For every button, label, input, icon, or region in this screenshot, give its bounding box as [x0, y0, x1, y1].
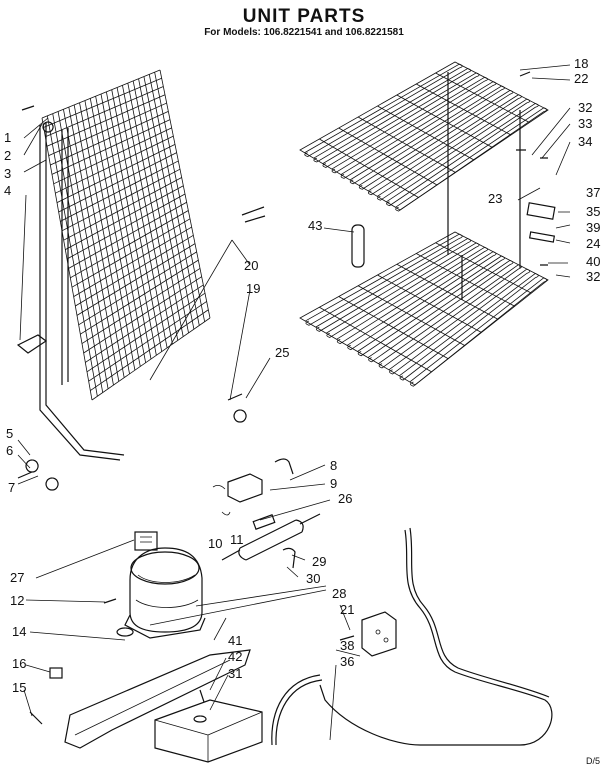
- callout-30: 30: [306, 571, 320, 586]
- callout-42: 42: [228, 649, 242, 664]
- page-title: UNIT PARTS: [242, 6, 366, 27]
- callout-27: 27: [10, 570, 24, 585]
- callout-21: 21: [340, 602, 354, 617]
- evaporator-upper-shelf: [299, 61, 549, 212]
- callout-37: 37: [586, 185, 600, 200]
- accumulator-tube: [351, 224, 365, 268]
- terminal-block: [361, 611, 397, 657]
- callout-32-bottom: 32: [586, 269, 600, 284]
- callout-18: 18: [574, 56, 588, 71]
- screw-icon: [17, 71, 548, 604]
- callout-9: 9: [330, 476, 337, 491]
- callout-19: 19: [246, 281, 260, 296]
- drier: [221, 513, 321, 561]
- callout-38: 38: [340, 638, 354, 653]
- callout-16: 16: [12, 656, 26, 671]
- fan-bracket-parts: [252, 458, 296, 569]
- callout-10: 10: [208, 536, 222, 551]
- heat-exchanger-tube: [319, 527, 553, 746]
- compressor-terminal-cover: [134, 531, 158, 551]
- callout-33: 33: [578, 116, 592, 131]
- callout-25: 25: [275, 345, 289, 360]
- callout-34: 34: [578, 134, 592, 149]
- callout-35: 35: [586, 204, 600, 219]
- callout-32-top: 32: [578, 100, 592, 115]
- evaporator-lower-shelf: [299, 231, 549, 387]
- callout-14: 14: [12, 624, 26, 639]
- callout-28: 28: [332, 586, 346, 601]
- compressor: [124, 547, 206, 639]
- callout-15: 15: [12, 680, 26, 695]
- callout-24: 24: [586, 236, 600, 251]
- callout-39: 39: [586, 220, 600, 235]
- callout-6: 6: [6, 443, 13, 458]
- callout-29: 29: [312, 554, 326, 569]
- relay-overload: [212, 473, 263, 516]
- drain-tube: [271, 674, 323, 746]
- page-code: D/5: [586, 756, 600, 766]
- condenser-coil: [16, 69, 211, 461]
- callout-20: 20: [244, 258, 258, 273]
- callout-2: 2: [4, 148, 11, 163]
- callout-26: 26: [338, 491, 352, 506]
- base-pan: [64, 649, 263, 763]
- callout-41: 41: [228, 633, 242, 648]
- callout-36: 36: [340, 654, 354, 669]
- callout-8: 8: [330, 458, 337, 473]
- callout-7: 7: [8, 480, 15, 495]
- callout-4: 4: [4, 183, 11, 198]
- callout-23: 23: [488, 191, 502, 206]
- evaporator-frame: [447, 72, 521, 300]
- callout-22: 22: [574, 71, 588, 86]
- model-subtitle: For Models: 106.8221541 and 106.8221581: [204, 27, 404, 38]
- callout-12: 12: [10, 593, 24, 608]
- callout-3: 3: [4, 166, 11, 181]
- callout-11: 11: [230, 532, 244, 547]
- callout-5: 5: [6, 426, 13, 441]
- callout-43: 43: [308, 218, 322, 233]
- leader-lines: [17, 64, 571, 741]
- callout-40: 40: [586, 254, 600, 269]
- callout-31: 31: [228, 666, 242, 681]
- small-parts: [29, 202, 556, 725]
- callout-1: 1: [4, 130, 11, 145]
- callout-labels: 1 2 3 4 5 6 7 8 9 10 11 12 14 16 15 18 2…: [4, 56, 600, 766]
